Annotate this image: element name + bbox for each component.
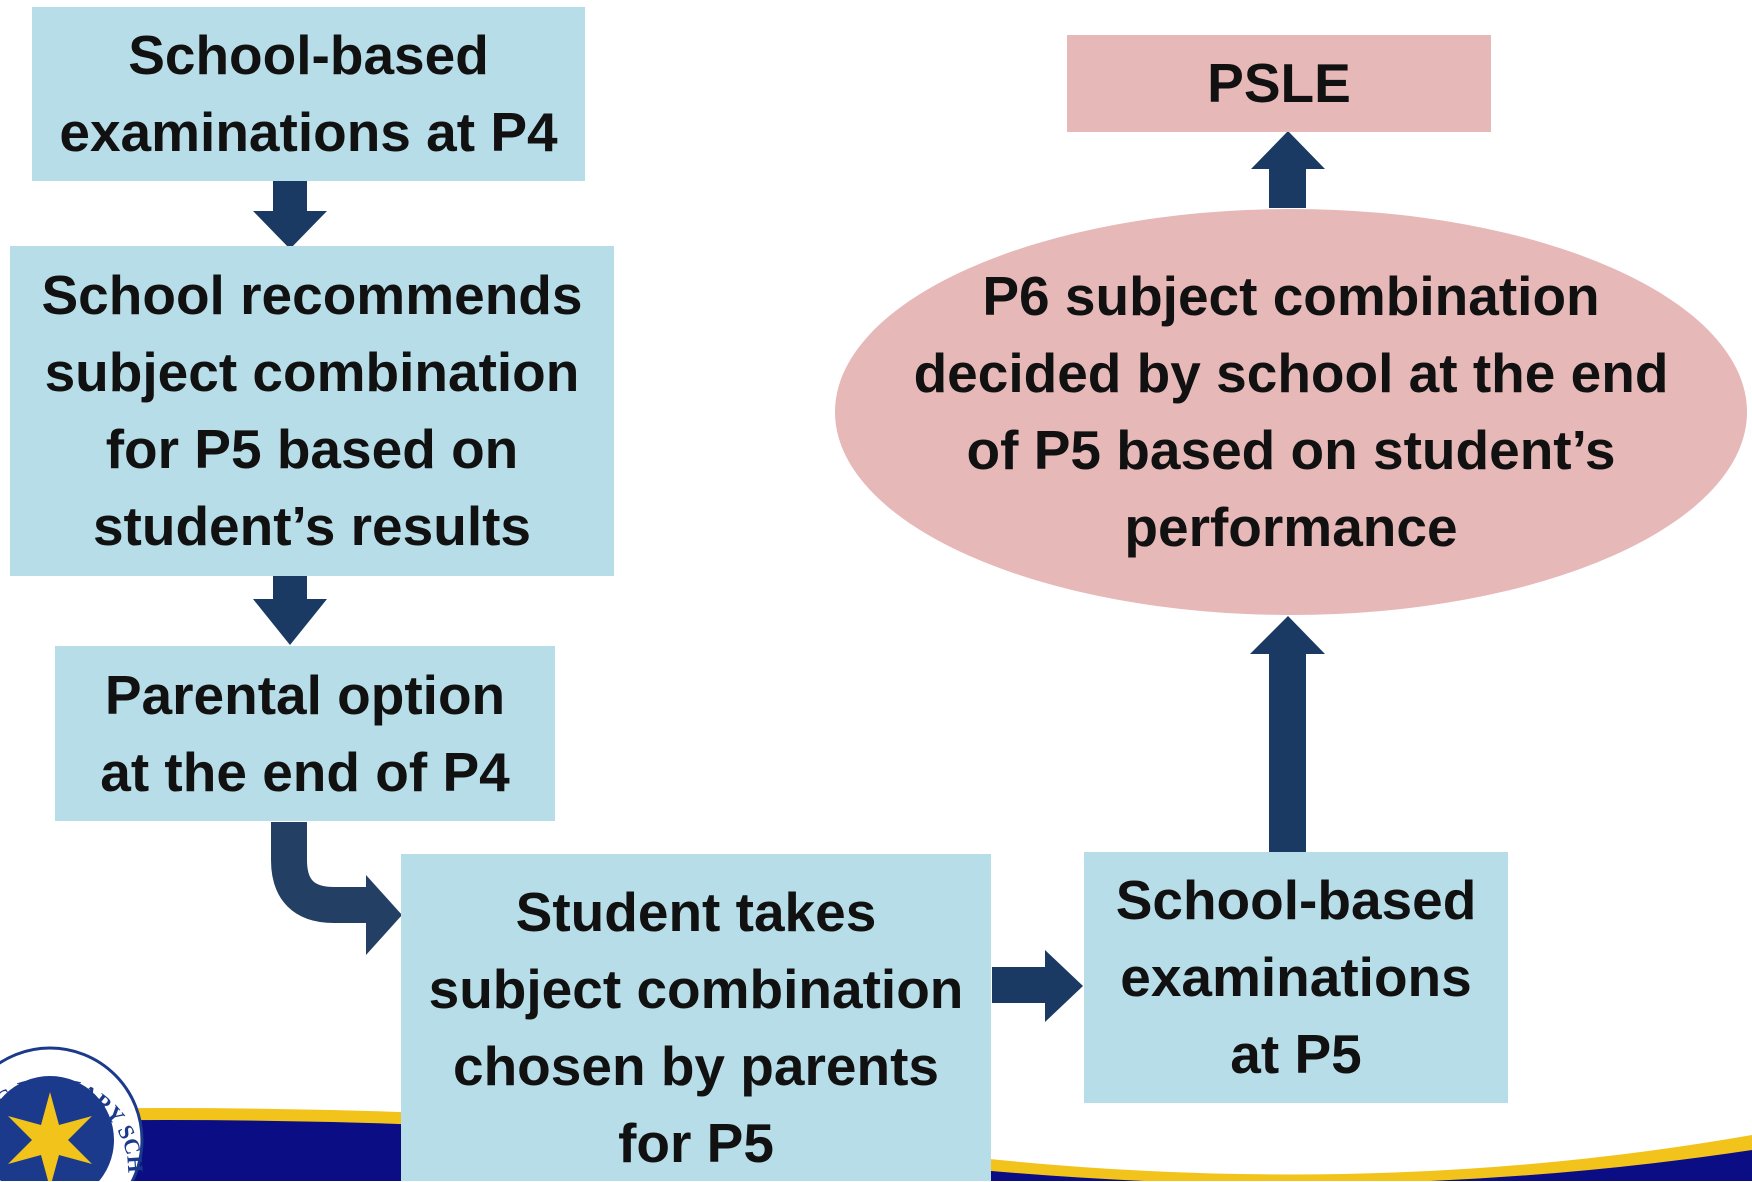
node-p6-decided: P6 subject combination decided by school… xyxy=(835,209,1747,615)
arrow-up-1 xyxy=(1250,616,1325,852)
node-p4-exams: School-based examinations at P4 xyxy=(32,7,585,181)
node-p5-exams: School-based examinations at P5 xyxy=(1084,852,1508,1103)
arrow-up-2 xyxy=(1251,131,1325,208)
arrow-bent xyxy=(271,822,402,955)
node-school-recommends: School recommends subject combination fo… xyxy=(10,246,614,576)
arrow-right xyxy=(992,950,1083,1022)
node-student-takes: Student takes subject combination chosen… xyxy=(401,854,991,1181)
node-parental-option: Parental option at the end of P4 xyxy=(55,646,555,821)
arrow-down-2 xyxy=(253,571,327,645)
arrow-down-1 xyxy=(253,181,327,249)
node-psle: PSLE xyxy=(1067,35,1491,132)
